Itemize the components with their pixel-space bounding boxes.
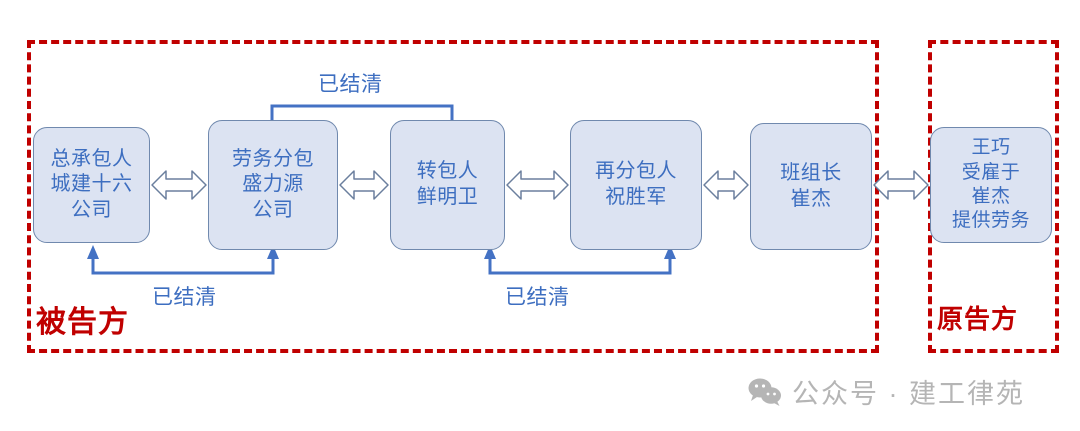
arrow-team-worker-icon	[873, 170, 929, 200]
wechat-icon	[748, 378, 781, 406]
entity-box-team-leader[interactable]: 班组长 崔杰	[750, 123, 872, 250]
bracket-label-settled-top: 已结清	[318, 73, 383, 96]
arrow-transferee-resub-icon	[506, 170, 569, 200]
entity-line: 班组长	[780, 161, 842, 184]
entity-line: 公司	[71, 198, 112, 221]
entity-line: 王巧	[971, 137, 1011, 159]
entity-box-general-contractor[interactable]: 总承包人 城建十六 公司	[33, 127, 150, 243]
watermark-text: 公众号 · 建工律苑	[792, 379, 1025, 409]
bracket-label-settled-bottom-right: 已结清	[505, 286, 570, 309]
entity-line: 鲜明卫	[416, 186, 479, 208]
entity-line: 转包人	[416, 160, 479, 183]
entity-line: 总承包人	[50, 147, 133, 170]
arrow-labor-transferee-icon	[339, 170, 389, 200]
arrow-resub-team-icon	[703, 170, 749, 200]
entity-line: 崔杰	[790, 187, 832, 210]
entity-line: 再分包人	[595, 160, 677, 183]
party-label-plaintiff: 原告方	[937, 304, 1019, 334]
entity-line: 受雇于	[961, 161, 1021, 183]
entity-line: 劳务分包	[232, 147, 314, 170]
bracket-settled-bottom-right	[484, 245, 676, 275]
entity-line: 祝胜军	[605, 186, 667, 208]
entity-box-labor-subcontractor[interactable]: 劳务分包 盛力源 公司	[208, 120, 338, 250]
entity-box-plaintiff-worker[interactable]: 王巧 受雇于 崔杰 提供劳务	[930, 127, 1052, 243]
bracket-settled-bottom-left	[87, 245, 279, 275]
entity-line: 盛力源	[242, 173, 304, 196]
party-region-defendant	[27, 40, 879, 353]
party-label-defendant: 被告方	[36, 306, 129, 339]
entity-box-re-subcontractor[interactable]: 再分包人 祝胜军	[570, 120, 702, 250]
bracket-label-settled-bottom-left: 已结清	[152, 286, 217, 309]
entity-line: 崔杰	[971, 186, 1011, 207]
entity-line: 提供劳务	[951, 210, 1030, 232]
entity-line: 公司	[252, 198, 294, 221]
entity-box-transferee[interactable]: 转包人 鲜明卫	[390, 120, 505, 250]
arrow-gc-labor-icon	[151, 170, 207, 200]
watermark: 公众号 · 建工律苑	[748, 372, 1025, 411]
entity-line: 城建十六	[50, 173, 133, 196]
